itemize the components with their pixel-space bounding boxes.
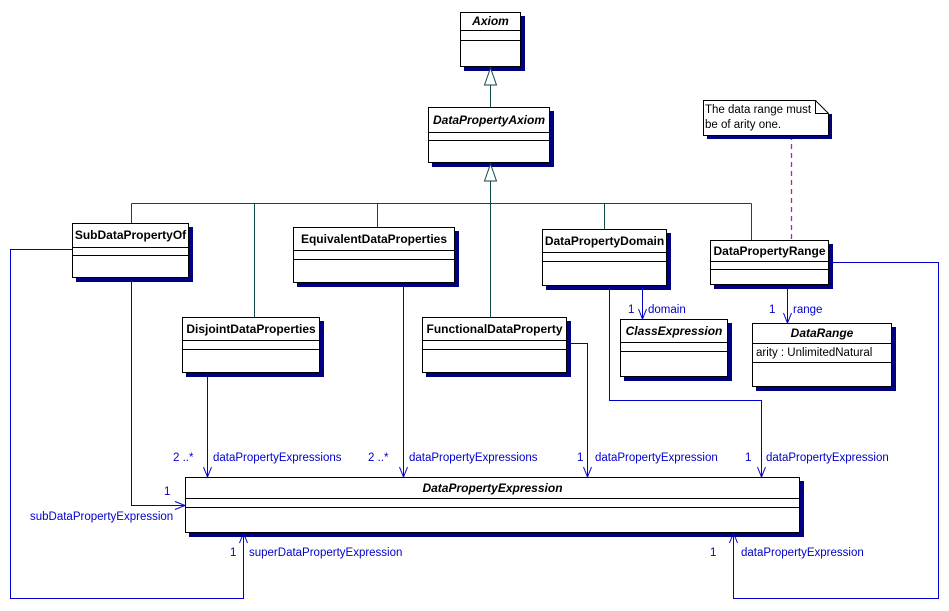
multiplicity-label: 1: [710, 547, 717, 559]
multiplicity-label: 1: [769, 304, 776, 316]
operations-compartment: [711, 270, 828, 284]
open-arrow-icon: [174, 501, 187, 510]
open-arrow-icon: [729, 531, 738, 544]
attributes-compartment: [711, 262, 828, 270]
operations-compartment: [753, 363, 891, 386]
operations-compartment: [294, 260, 454, 282]
open-arrow-icon: [757, 466, 766, 479]
generalization-arrow-icon: [483, 66, 498, 86]
role-label: dataPropertyExpression: [741, 547, 864, 559]
role-label: dataPropertyExpression: [766, 452, 889, 464]
attributes-compartment: [423, 341, 566, 350]
class-data-property-expression[interactable]: DataPropertyExpression: [185, 477, 800, 533]
class-title: DataPropertyExpression: [186, 478, 799, 499]
operations-compartment: [543, 262, 666, 285]
multiplicity-label: 1: [164, 486, 171, 498]
class-title: DataPropertyDomain: [543, 230, 666, 253]
operations-compartment: [73, 256, 188, 277]
class-data-property-axiom[interactable]: DataPropertyAxiom: [428, 107, 550, 163]
class-title: EquivalentDataProperties: [294, 228, 454, 251]
role-label: domain: [648, 304, 686, 316]
class-title: ClassExpression: [621, 320, 727, 343]
open-arrow-icon: [783, 312, 792, 325]
class-title: DisjointDataProperties: [183, 318, 319, 341]
attribute-arity: arity : UnlimitedNatural: [753, 344, 891, 363]
multiplicity-label: 2 ..*: [368, 452, 389, 464]
class-title: FunctionalDataProperty: [423, 318, 566, 341]
attributes-compartment: [461, 31, 520, 41]
class-title: DataRange: [753, 324, 891, 344]
operations-compartment: [621, 352, 727, 376]
generalization-arrow-icon: [483, 162, 498, 182]
role-label: subDataPropertyExpression: [30, 511, 174, 523]
multiplicity-label: 1: [745, 452, 752, 464]
class-data-property-domain[interactable]: DataPropertyDomain: [542, 229, 667, 286]
multiplicity-label: 1: [230, 547, 237, 559]
open-arrow-icon: [239, 531, 248, 544]
class-title: Axiom: [461, 13, 520, 31]
class-disjoint-data-properties[interactable]: DisjointDataProperties: [182, 317, 320, 373]
operations-compartment: [186, 508, 799, 532]
class-title: SubDataPropertyOf: [73, 224, 188, 248]
multiplicity-label: 1: [577, 452, 584, 464]
attributes-compartment: [186, 499, 799, 508]
attributes-compartment: [543, 253, 666, 262]
association-super-expression: [10, 249, 244, 599]
role-label: range: [793, 304, 823, 316]
role-label: superDataPropertyExpression: [249, 547, 403, 559]
operations-compartment: [461, 41, 520, 66]
role-label: dataPropertyExpressions: [409, 452, 538, 464]
class-functional-data-property[interactable]: FunctionalDataProperty: [422, 317, 567, 373]
operations-compartment: [183, 350, 319, 372]
class-data-property-range[interactable]: DataPropertyRange: [710, 240, 829, 285]
association-sub-expression: [131, 278, 184, 506]
open-arrow-icon: [203, 466, 212, 479]
class-sub-data-property-of[interactable]: SubDataPropertyOf: [72, 223, 189, 278]
class-title: DataPropertyAxiom: [429, 108, 549, 133]
multiplicity-label: 1: [628, 304, 635, 316]
operations-compartment: [429, 141, 549, 162]
attributes-compartment: [621, 343, 727, 352]
role-label: dataPropertyExpressions: [213, 452, 342, 464]
operations-compartment: [423, 350, 566, 372]
class-class-expression[interactable]: ClassExpression: [620, 319, 728, 377]
attributes-compartment: [429, 133, 549, 141]
note-text: The data range must be of arity one.: [705, 104, 812, 131]
attributes-compartment: [294, 251, 454, 260]
open-arrow-icon: [638, 308, 647, 321]
open-arrow-icon: [399, 466, 408, 479]
class-axiom[interactable]: Axiom: [460, 12, 521, 67]
class-equivalent-data-properties[interactable]: EquivalentDataProperties: [293, 227, 455, 283]
attributes-compartment: [73, 248, 188, 256]
class-title: DataPropertyRange: [711, 241, 828, 262]
open-arrow-icon: [583, 466, 592, 479]
class-data-range[interactable]: DataRange arity : UnlimitedNatural: [752, 323, 892, 387]
role-label: dataPropertyExpression: [595, 452, 718, 464]
attributes-compartment: [183, 341, 319, 350]
multiplicity-label: 2 ..*: [173, 452, 194, 464]
